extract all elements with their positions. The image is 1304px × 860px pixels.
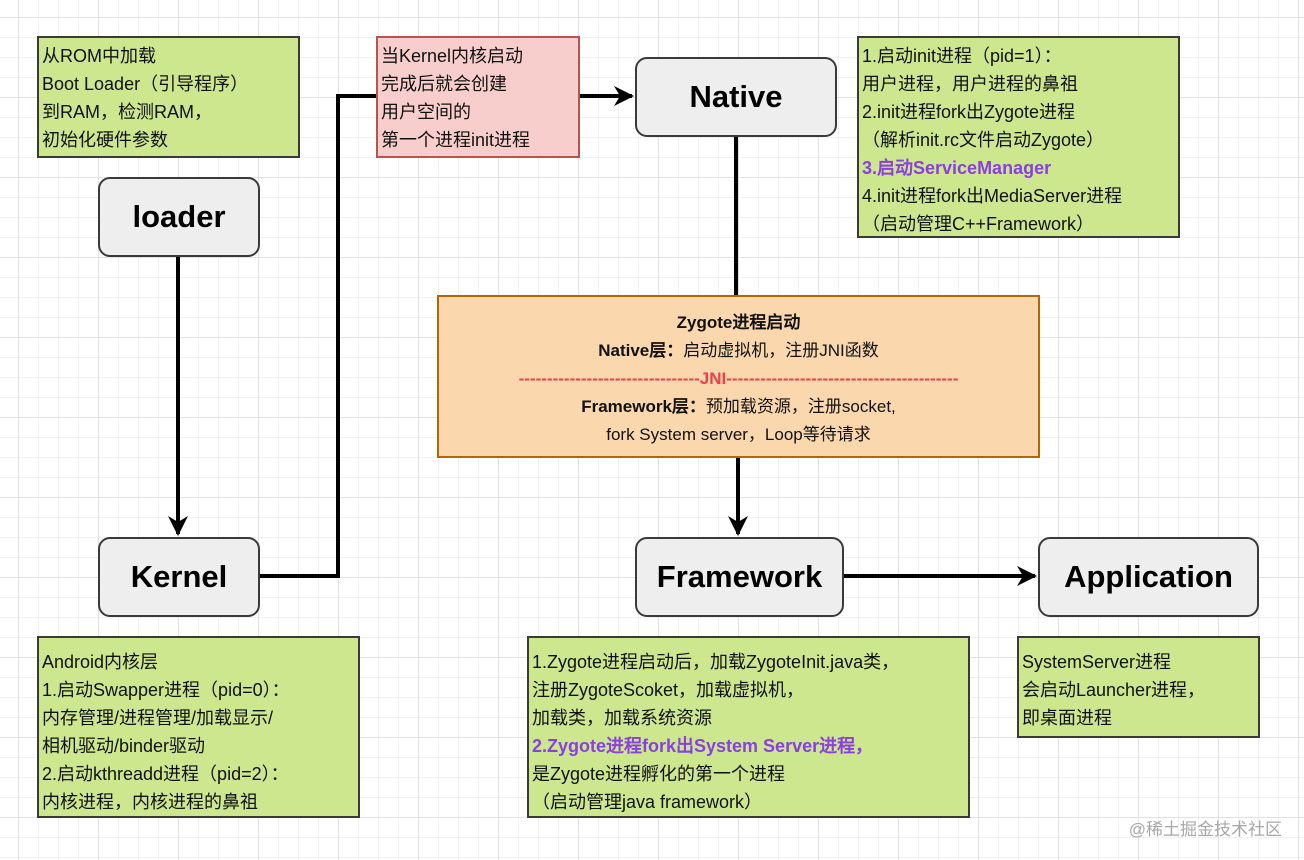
note-line: （启动管理java framework）	[532, 792, 763, 812]
zygote-framework-row: Framework层：预加载资源，注册socket,	[439, 393, 1038, 421]
note-line: SystemServer进程	[1022, 652, 1172, 672]
note-line: Android内核层	[42, 652, 159, 672]
note-line: 注册ZygoteScoket，加载虚拟机，	[532, 680, 805, 700]
note-kernel: Android内核层 1.启动Swapper进程（pid=0）： 内存管理/进程…	[37, 636, 360, 818]
note-framework: 1.Zygote进程启动后，加载ZygoteInit.java类， 注册Zygo…	[527, 636, 970, 818]
note-line: 1.Zygote进程启动后，加载ZygoteInit.java类，	[532, 652, 900, 672]
zygote-title: Zygote进程启动	[676, 313, 801, 332]
note-line: 4.init进程fork出MediaServer进程	[862, 186, 1123, 206]
jni-dashes-left: --------------------------------	[518, 369, 700, 388]
watermark: @稀土掘金技术社区	[1128, 820, 1282, 839]
note-native: 1.启动init进程（pid=1）： 用户进程，用户进程的鼻祖 2.init进程…	[857, 36, 1180, 238]
note-line-highlight: 3.启动ServiceManager	[862, 158, 1052, 178]
node-native[interactable]: Native	[635, 57, 837, 137]
note-line: 初始化硬件参数	[42, 130, 168, 150]
node-kernel[interactable]: Kernel	[98, 537, 260, 617]
zygote-native-text: 启动虚拟机，注册JNI函数	[683, 341, 879, 360]
note-line: Boot Loader（引导程序）	[42, 74, 249, 94]
note-line: 完成后就会创建	[381, 74, 507, 94]
note-line: 2.init进程fork出Zygote进程	[862, 102, 1076, 122]
note-line: 内存管理/进程管理/加载显示/	[42, 708, 274, 728]
note-bootloader: 从ROM中加载 Boot Loader（引导程序） 到RAM，检测RAM， 初始…	[37, 36, 300, 158]
node-application[interactable]: Application	[1038, 537, 1259, 617]
node-framework[interactable]: Framework	[635, 537, 844, 617]
note-line: 相机驱动/binder驱动	[42, 736, 206, 756]
note-line: 用户空间的	[381, 102, 471, 122]
zygote-framework-row-2: fork System server，Loop等待请求	[606, 425, 871, 444]
note-line: （解析init.rc文件启动Zygote）	[862, 130, 1105, 150]
zygote-framework-text: 预加载资源，注册socket,	[705, 397, 896, 416]
note-line: 第一个进程init进程	[381, 130, 531, 150]
note-line: 加载类，加载系统资源	[532, 708, 712, 728]
note-line: 到RAM，检测RAM，	[42, 102, 212, 122]
note-line: 即桌面进程	[1022, 708, 1112, 728]
note-line: 1.启动Swapper进程（pid=0）：	[42, 680, 290, 700]
note-kernel-to-native: 当Kernel内核启动 完成后就会创建 用户空间的 第一个进程init进程	[376, 36, 580, 158]
jni-dashes-right: ----------------------------------------…	[726, 369, 959, 388]
note-line: 用户进程，用户进程的鼻祖	[862, 74, 1078, 94]
zygote-box[interactable]: Zygote进程启动 Native层：启动虚拟机，注册JNI函数 -------…	[437, 295, 1040, 458]
note-line: 内核进程，内核进程的鼻祖	[42, 792, 258, 812]
note-line: 从ROM中加载	[42, 46, 156, 66]
zygote-native-row: Native层：启动虚拟机，注册JNI函数	[439, 337, 1038, 365]
note-line: （启动管理C++Framework）	[862, 214, 1095, 234]
jni-label: JNI	[699, 369, 727, 388]
note-line: 1.启动init进程（pid=1）：	[862, 46, 1062, 66]
note-line: 当Kernel内核启动	[381, 46, 524, 66]
note-application: SystemServer进程 会启动Launcher进程， 即桌面进程	[1017, 636, 1260, 738]
note-line: 会启动Launcher进程，	[1022, 680, 1206, 700]
note-line-highlight: 2.Zygote进程fork出System Server进程，	[532, 736, 874, 756]
zygote-framework-label: Framework层：	[581, 397, 706, 416]
note-line: 是Zygote进程孵化的第一个进程	[532, 764, 786, 784]
jni-separator: --------------------------------JNI-----…	[439, 365, 1038, 393]
note-line: 2.启动kthreadd进程（pid=2）：	[42, 764, 289, 784]
node-loader[interactable]: loader	[98, 177, 260, 257]
zygote-native-label: Native层：	[598, 341, 684, 360]
